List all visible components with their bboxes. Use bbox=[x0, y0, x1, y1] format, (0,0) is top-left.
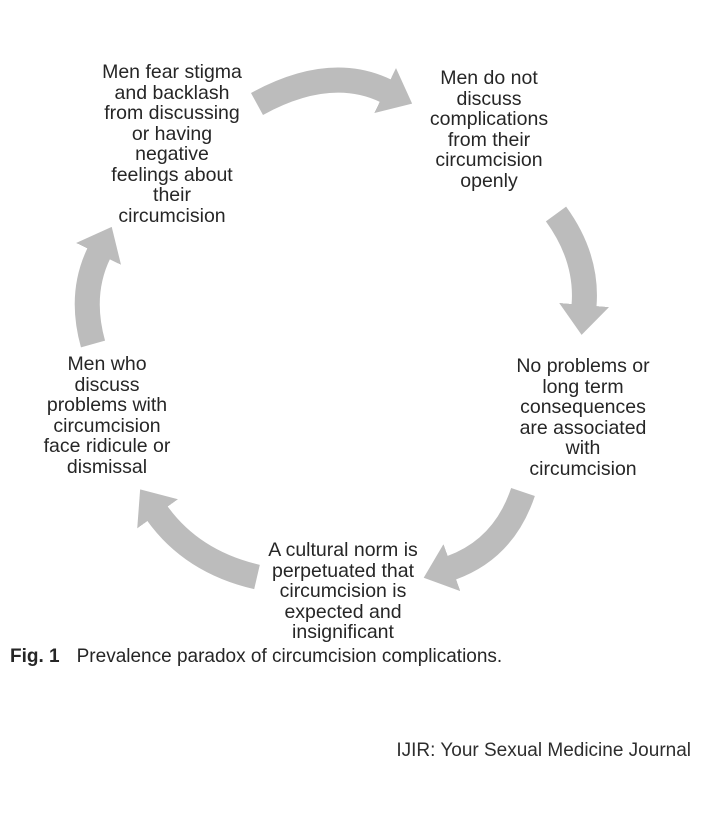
figure-caption: Fig. 1 Prevalence paradox of circumcision… bbox=[10, 646, 502, 668]
journal-footer-text: IJIR: Your Sexual Medicine Journal bbox=[396, 740, 691, 761]
arrow-bottom-right-icon bbox=[423, 487, 535, 592]
arrow-right-icon bbox=[545, 206, 609, 335]
arrow-bottom-left-icon bbox=[137, 489, 260, 590]
figure-caption-text: Prevalence paradox of circumcision compl… bbox=[76, 646, 503, 667]
arrow-top-icon bbox=[250, 67, 413, 116]
figure-caption-label: Fig. 1 bbox=[10, 646, 60, 667]
arrow-left-icon bbox=[74, 226, 122, 348]
